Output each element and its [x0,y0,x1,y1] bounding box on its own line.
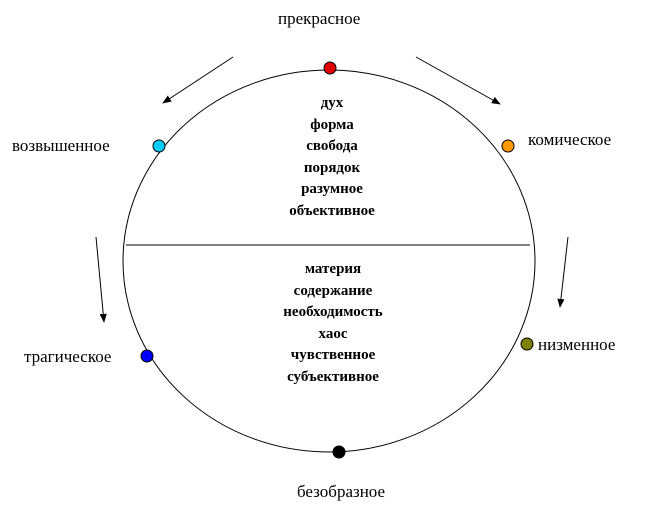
node-dot-bezobraznoe [332,445,346,459]
label-bezobraznoe: безобразное [297,482,386,501]
label-vozvyshennoe: возвышенное [12,136,110,155]
node-dot-tragicheskoe [140,349,154,363]
label-tragicheskoe: трагическое [24,347,112,366]
upper-half-list: дух форма свобода порядок разумное объек… [232,93,432,222]
upper-item-4: порядок [303,159,361,176]
node-dot-nizmennoe [520,337,534,351]
arrow-right [557,236,569,308]
node-dot-komicheskoe [501,139,515,153]
arrow-top-left [162,56,234,104]
lower-half-list: материя содержание необходимость хаос чу… [233,259,433,388]
lower-item-2: содержание [293,282,373,299]
lower-item-3: необходимость [283,304,383,320]
lower-item-5: чувственное [290,347,376,363]
upper-item-5: разумное [301,181,363,197]
upper-item-2: форма [310,116,354,133]
node-dot-vozvyshennoe [152,139,166,153]
label-komicheskoe: комическое [528,130,612,149]
arrow-left [95,236,107,323]
lower-item-1: материя [304,261,362,277]
arrow-top-right [415,56,501,105]
lower-item-4: хаос [318,325,348,342]
node-dot-prekrasnoe [323,61,337,75]
label-prekrasnoe: прекрасное [278,9,361,28]
upper-item-3: свобода [306,138,358,154]
label-nizmennoe: низменное [538,335,616,354]
upper-item-1: дух [320,95,344,111]
lower-item-6: субъективное [287,368,379,385]
upper-item-6: объективное [289,202,375,219]
